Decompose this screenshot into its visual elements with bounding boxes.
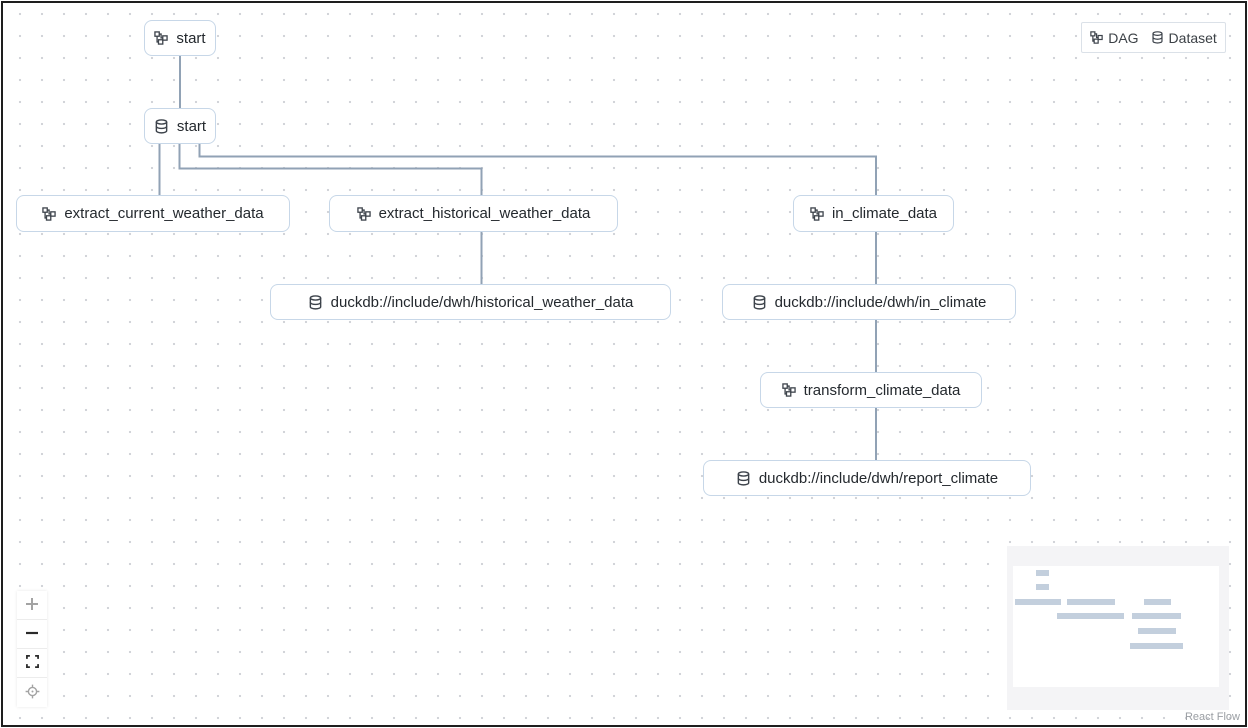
dag-icon bbox=[1090, 31, 1103, 44]
crosshair-icon bbox=[25, 684, 40, 702]
node-label: duckdb://include/dwh/report_climate bbox=[758, 469, 999, 487]
minimap-node bbox=[1132, 613, 1181, 619]
minimap-node bbox=[1067, 599, 1115, 605]
legend-item-dag: DAG bbox=[1090, 29, 1139, 46]
dag-icon bbox=[810, 206, 824, 221]
flow-node-duckdb-report-climate[interactable]: duckdb://include/dwh/report_climate bbox=[703, 460, 1031, 496]
dag-icon bbox=[781, 383, 796, 397]
dataset-icon bbox=[154, 118, 169, 134]
legend-item-dataset: Dataset bbox=[1151, 30, 1217, 46]
node-label: extract_historical_weather_data bbox=[378, 205, 591, 222]
focus-button[interactable] bbox=[17, 678, 47, 707]
flow-node-extract-current-weather-data[interactable]: extract_current_weather_data bbox=[16, 195, 290, 232]
node-label: transform_climate_data bbox=[803, 381, 961, 399]
node-label: start bbox=[176, 117, 207, 135]
node-label: in_climate_data bbox=[831, 205, 938, 222]
flow-node-start-dag[interactable]: start bbox=[144, 20, 216, 56]
react-flow-attribution[interactable]: React Flow bbox=[1184, 711, 1240, 723]
minimap-node bbox=[1130, 643, 1183, 649]
node-label: start bbox=[176, 29, 206, 47]
zoom-out-button[interactable] bbox=[17, 620, 47, 649]
node-label: duckdb://include/dwh/in_climate bbox=[774, 293, 987, 311]
minimap[interactable] bbox=[1007, 546, 1229, 710]
flow-node-transform-climate-data[interactable]: transform_climate_data bbox=[760, 372, 982, 408]
dataset-icon bbox=[1151, 31, 1164, 44]
minimap-node bbox=[1057, 613, 1124, 619]
minimap-node bbox=[1015, 599, 1061, 605]
dataset-icon bbox=[736, 470, 751, 486]
edge-start-dataset-to-extract-historical-weather-data bbox=[178, 144, 483, 195]
minus-icon bbox=[25, 626, 39, 643]
minimap-node bbox=[1144, 599, 1171, 605]
flow-node-duckdb-historical-weather-data[interactable]: duckdb://include/dwh/historical_weather_… bbox=[270, 284, 671, 320]
flow-node-start-dataset[interactable]: start bbox=[144, 108, 216, 144]
dag-icon bbox=[42, 206, 57, 221]
dag-icon bbox=[356, 206, 371, 221]
zoom-in-button[interactable] bbox=[17, 591, 47, 620]
plus-icon bbox=[25, 597, 39, 614]
minimap-node bbox=[1036, 570, 1049, 576]
legend-label-dag: DAG bbox=[1108, 29, 1139, 46]
fit-view-icon bbox=[25, 655, 39, 671]
flow-node-duckdb-in-climate[interactable]: duckdb://include/dwh/in_climate bbox=[722, 284, 1016, 320]
flow-node-extract-historical-weather-data[interactable]: extract_historical_weather_data bbox=[329, 195, 618, 232]
legend-panel: DAG Dataset bbox=[1081, 22, 1226, 53]
fit-view-button[interactable] bbox=[17, 649, 47, 678]
legend-label-dataset: Dataset bbox=[1168, 29, 1217, 46]
dataset-icon bbox=[308, 294, 323, 310]
minimap-node bbox=[1036, 584, 1049, 590]
dag-icon bbox=[154, 31, 169, 45]
minimap-node bbox=[1138, 628, 1176, 634]
dataset-icon bbox=[752, 294, 767, 310]
edge-start-dataset-to-in-climate-data bbox=[198, 144, 877, 195]
node-label: duckdb://include/dwh/historical_weather_… bbox=[330, 293, 634, 311]
flow-controls bbox=[17, 591, 47, 707]
flow-node-in-climate-data[interactable]: in_climate_data bbox=[793, 195, 954, 232]
node-label: extract_current_weather_data bbox=[64, 205, 264, 222]
